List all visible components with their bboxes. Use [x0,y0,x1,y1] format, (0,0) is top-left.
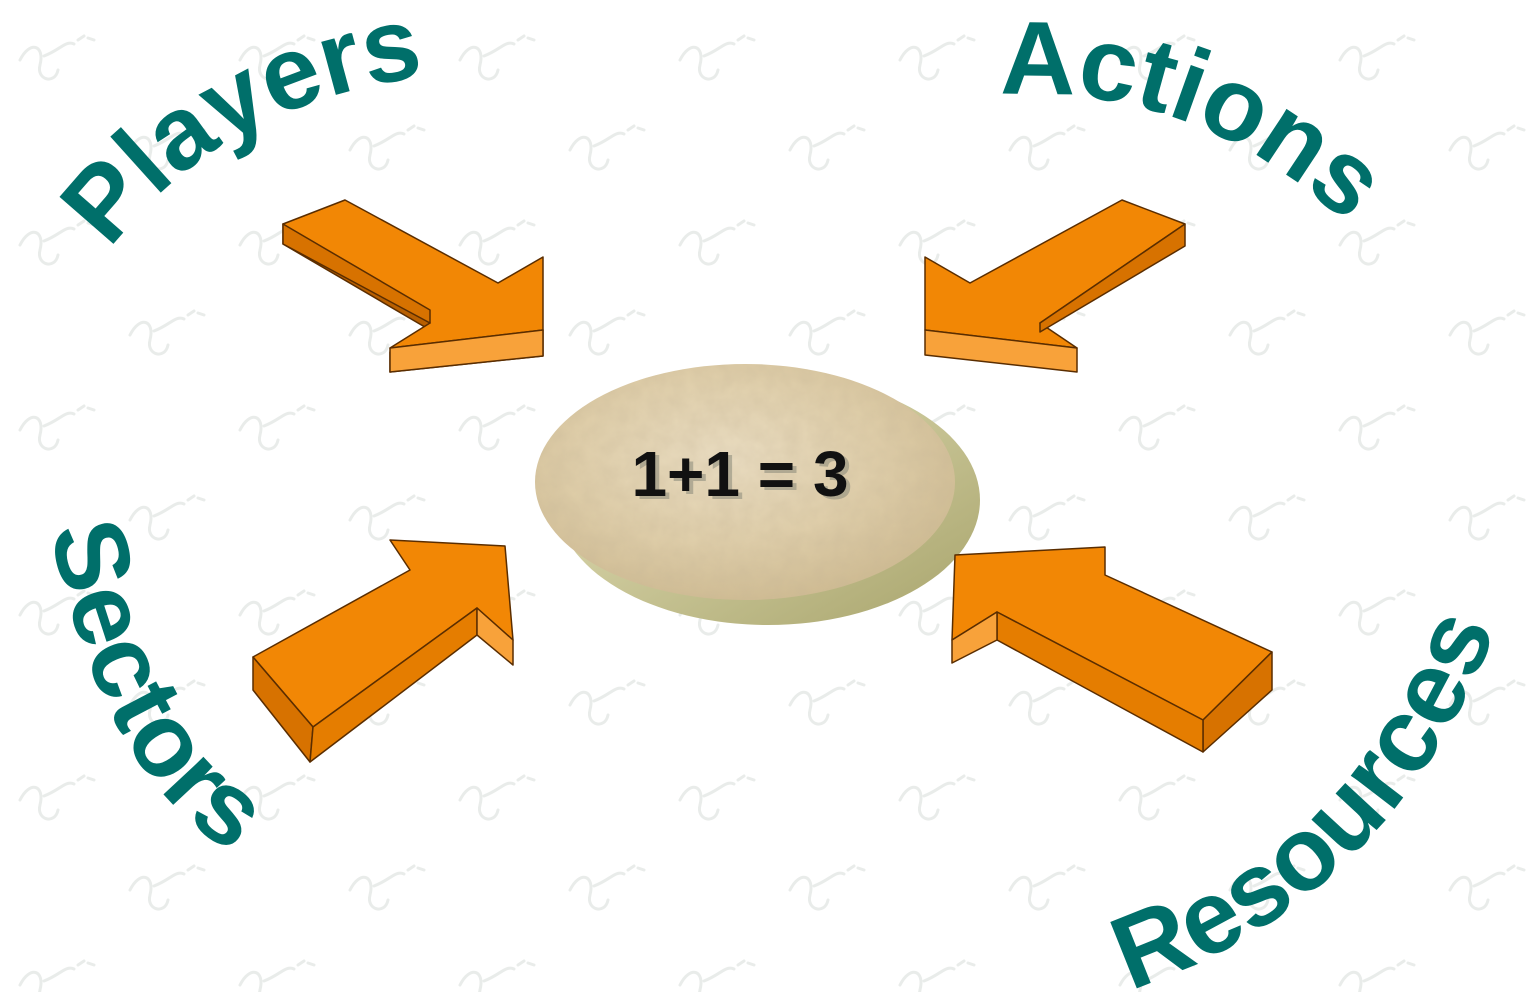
arrow-resources [951,546,1273,753]
center-disc: 1+1 = 3 1+1 = 3 [535,364,980,625]
arrow-players [282,199,544,373]
center-label-shadow: 1+1 = 3 [635,441,852,513]
arrow-sectors [252,539,514,763]
arrow-actions [924,199,1186,373]
center-label: 1+1 = 3 [631,438,848,510]
